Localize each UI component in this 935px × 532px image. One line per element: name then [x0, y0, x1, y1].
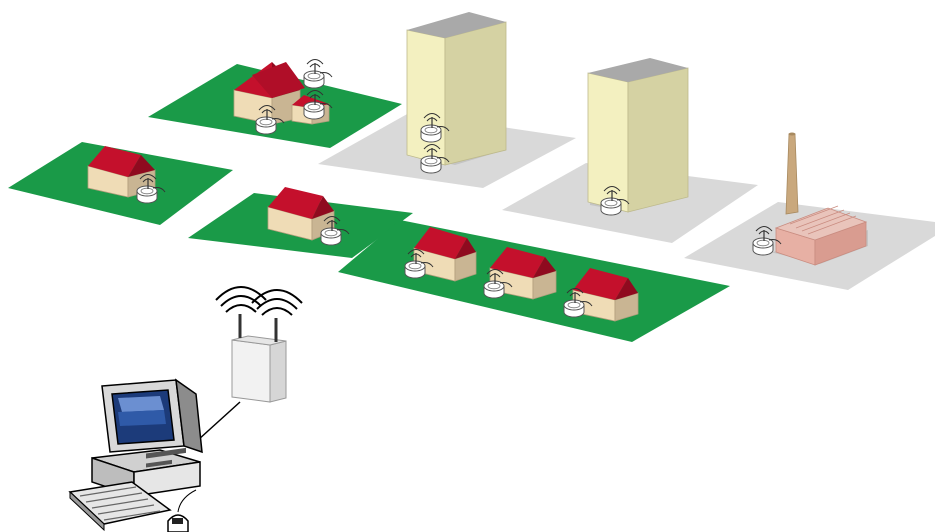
desktop-computer-icon — [70, 380, 202, 532]
gateway-cable — [198, 402, 240, 440]
smart-meter-icon — [304, 60, 332, 89]
chimney — [786, 134, 798, 214]
tower — [588, 58, 688, 212]
wireless-gateway-icon — [216, 287, 302, 402]
factory — [770, 133, 868, 266]
tower — [407, 12, 506, 165]
